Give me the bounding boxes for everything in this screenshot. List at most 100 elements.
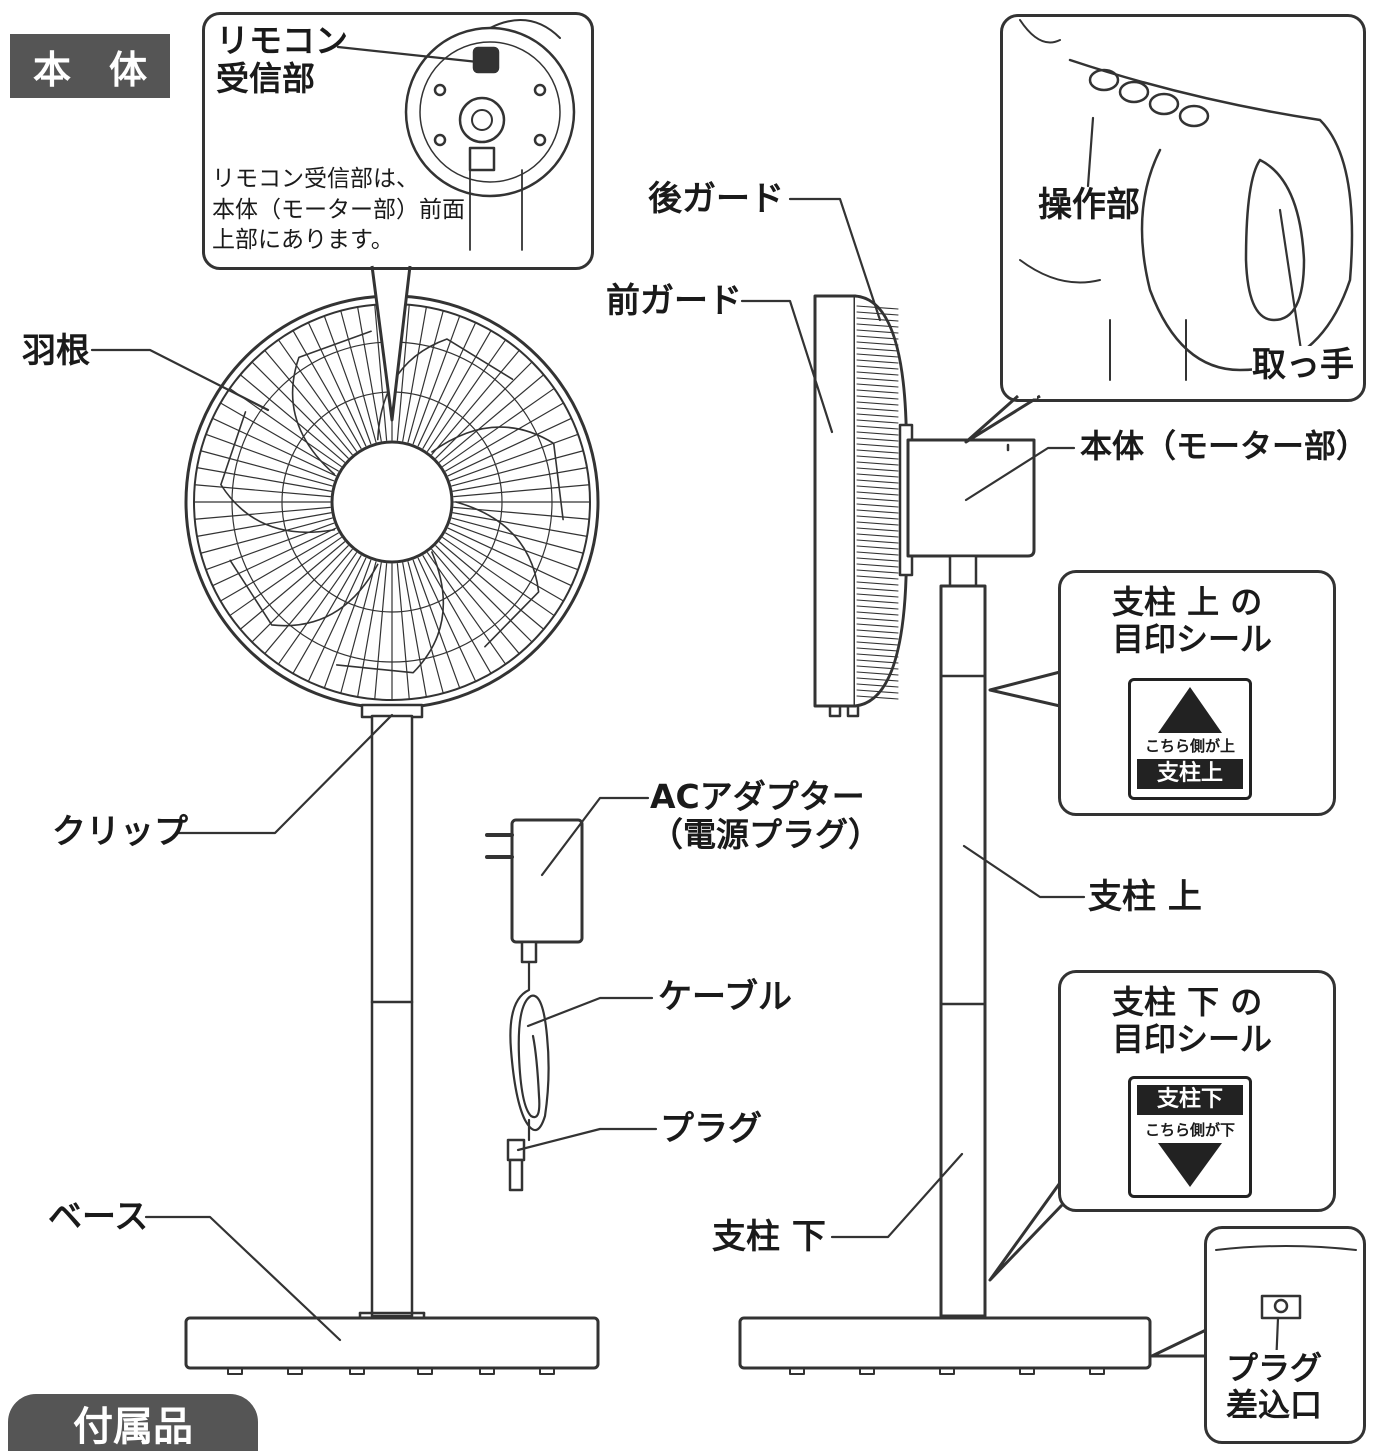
pole-lower-label: 支柱 下 [712,1217,826,1257]
grille-spoke [396,563,410,700]
guard-rib [856,479,899,484]
guard-rib [856,509,899,514]
guard-rib [856,593,899,598]
grille-spoke [211,417,337,477]
grille-spoke [194,484,331,498]
guard-rib [856,437,899,442]
guard-rib [856,503,899,508]
blade-label: 羽根 [22,331,90,371]
guard-rib [856,485,899,490]
lower-marker-sticker: 支柱下 こちら側が下 [1128,1076,1252,1198]
fan-blade [229,559,379,627]
guard-rib [856,683,899,688]
grille-spoke [264,349,353,456]
grille-spoke [431,548,520,655]
upper-sticker-band: 支柱上 [1137,759,1243,789]
grille-spoke [407,561,444,694]
guard-rib [856,347,899,352]
guard-rib [856,359,899,364]
grille-spoke [205,433,335,482]
grille-spoke [438,374,545,463]
guard-rib [856,449,899,454]
grille-spoke [196,512,332,537]
guard-rib [856,629,899,634]
lower-sticker-small-text: こちら側が下 [1144,1121,1235,1139]
guard-rib [856,575,899,580]
accessories-header: 付属品 [8,1394,258,1451]
control-callout [1000,14,1366,402]
grille-spoke [442,536,555,617]
grille-spoke [292,555,362,675]
guard-rib [856,521,899,526]
guard-rib [856,353,899,358]
guard-rib [856,377,899,382]
control-panel-label: 操作部 [1038,185,1140,225]
grille-spoke [445,402,565,472]
grille-spoke [447,527,573,587]
grille-spoke [402,306,427,442]
grille-spoke [277,339,358,452]
grille-spoke [239,541,346,630]
upper-sticker-small-text: こちら側が上 [1144,737,1235,755]
pole-lower-sticker-label: 支柱 下 の 目印シール [1112,983,1273,1058]
guard-rib [856,371,899,376]
grille-spoke [445,532,565,602]
handle-label: 取っ手 [1252,345,1354,386]
base-label: ベース [48,1197,149,1237]
grille-spoke [340,561,377,694]
grille-spoke [194,506,331,520]
grille-spoke [422,329,492,449]
upper-marker-sticker: こちら側が上 支柱上 [1128,678,1252,800]
grille-spoke [412,315,461,445]
clip-label: クリップ [52,812,188,852]
down-triangle-icon [1158,1143,1222,1187]
grille-spoke [251,361,349,459]
grille-spoke [357,306,382,442]
rear-guard-label: 後ガード [648,179,784,219]
guard-rib [856,443,899,448]
guard-rib [856,341,899,346]
grille-spoke [277,552,358,665]
motor-body-label: 本体（モーター部） [1080,427,1369,465]
guard-rib [856,425,899,430]
grille-spoke [196,467,332,492]
guard-rib [856,407,899,412]
grille-spoke [307,557,367,683]
ac-adapter-label: ACアダプター （電源プラグ） [650,777,881,854]
guard-rib [856,581,899,586]
grille-spoke [422,555,492,675]
fan-blade [376,338,514,441]
guard-rib [856,383,899,388]
up-triangle-icon [1158,687,1222,733]
grille-spoke [447,417,573,477]
guard-rib [856,365,899,370]
guard-rib [856,647,899,652]
grille-spoke [402,562,427,698]
grille-spoke [452,512,588,537]
front-guard-label: 前ガード [606,281,742,321]
grille-spoke [453,484,590,498]
guard-rib [856,641,899,646]
grille-spoke [449,522,579,571]
guard-rib [856,533,899,538]
guard-rib [856,665,899,670]
grille-spoke [200,450,333,487]
grille-spoke [307,321,367,447]
grille-spoke [407,310,444,443]
grille-spoke [251,545,349,643]
guard-rib [856,335,899,340]
grille-spoke [435,361,533,459]
grille-spoke [438,541,545,630]
guard-rib [856,545,899,550]
grille-spoke [229,536,342,617]
front-fan [184,294,600,710]
remote-receiver-label: リモコン 受信部 [216,21,348,98]
grille-spoke [417,321,477,447]
guard-rib [856,431,899,436]
guard-rib [856,389,899,394]
guard-rib [856,413,899,418]
grille-spoke [374,304,388,441]
guard-rib [856,491,899,496]
guard-rib [856,635,899,640]
